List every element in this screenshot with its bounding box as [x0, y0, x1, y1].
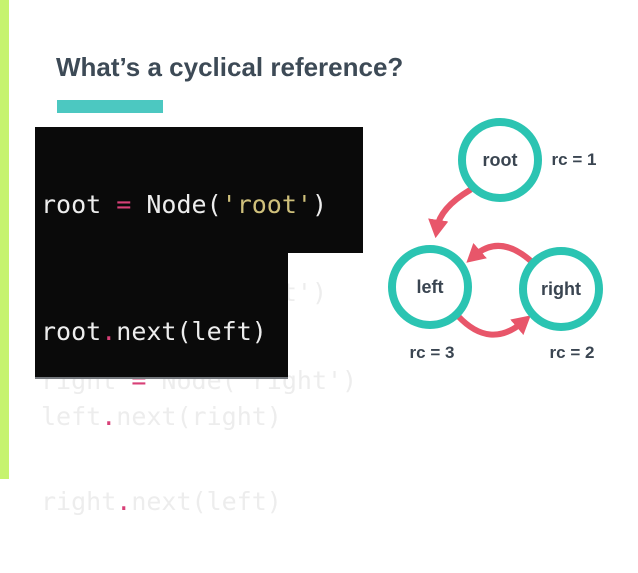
code-block-next-calls: root.next(left) left.next(right) right.n…	[35, 253, 288, 515]
code-token-string: 'root'	[221, 190, 312, 219]
arrow-right-to-left	[466, 242, 535, 265]
code-line: right.next(left)	[41, 488, 288, 515]
code-line: root = Node('root')	[41, 190, 363, 220]
node-label-right: right	[541, 279, 581, 299]
code-token-plain: next(left)	[131, 487, 282, 516]
title-underline	[57, 100, 163, 113]
code-token-plain: root	[41, 190, 117, 219]
code-token-plain: Node(	[131, 190, 222, 219]
slide: What’s a cyclical reference? root = Node…	[0, 0, 603, 515]
arrow-left-to-right	[455, 313, 531, 338]
code-token-plain: root	[41, 317, 102, 346]
code-token-operator: =	[116, 190, 132, 219]
code-token-operator: .	[101, 317, 117, 346]
node-label-root: root	[483, 150, 518, 170]
left-accent-bar	[0, 0, 9, 479]
code-token-operator: .	[101, 402, 117, 431]
node-circle-right	[519, 247, 603, 331]
code-token-operator: .	[116, 487, 132, 516]
node-circle-root	[458, 118, 542, 202]
node-label-left: left	[417, 277, 444, 297]
rc-label-left: rc = 3	[410, 343, 455, 362]
code-token-plain: left	[41, 402, 102, 431]
code-token-plain: right	[41, 487, 117, 516]
code-token-plain: next(right)	[116, 402, 282, 431]
code-block-definitions: root = Node('root') left = Node('left') …	[35, 127, 363, 395]
code-token-plain: )	[311, 190, 328, 219]
code-token-plain: next(left)	[116, 317, 267, 346]
reference-diagram: root left right rc = 1 rc = 3 rc = 2	[388, 118, 603, 362]
node-circle-left	[388, 245, 472, 329]
page-title: What’s a cyclical reference?	[56, 52, 404, 82]
code-line: left.next(right)	[41, 403, 288, 430]
rc-label-right: rc = 2	[550, 343, 595, 362]
arrow-root-to-left	[428, 187, 473, 239]
rc-label-root: rc = 1	[552, 150, 597, 169]
code-line: root.next(left)	[41, 318, 288, 345]
